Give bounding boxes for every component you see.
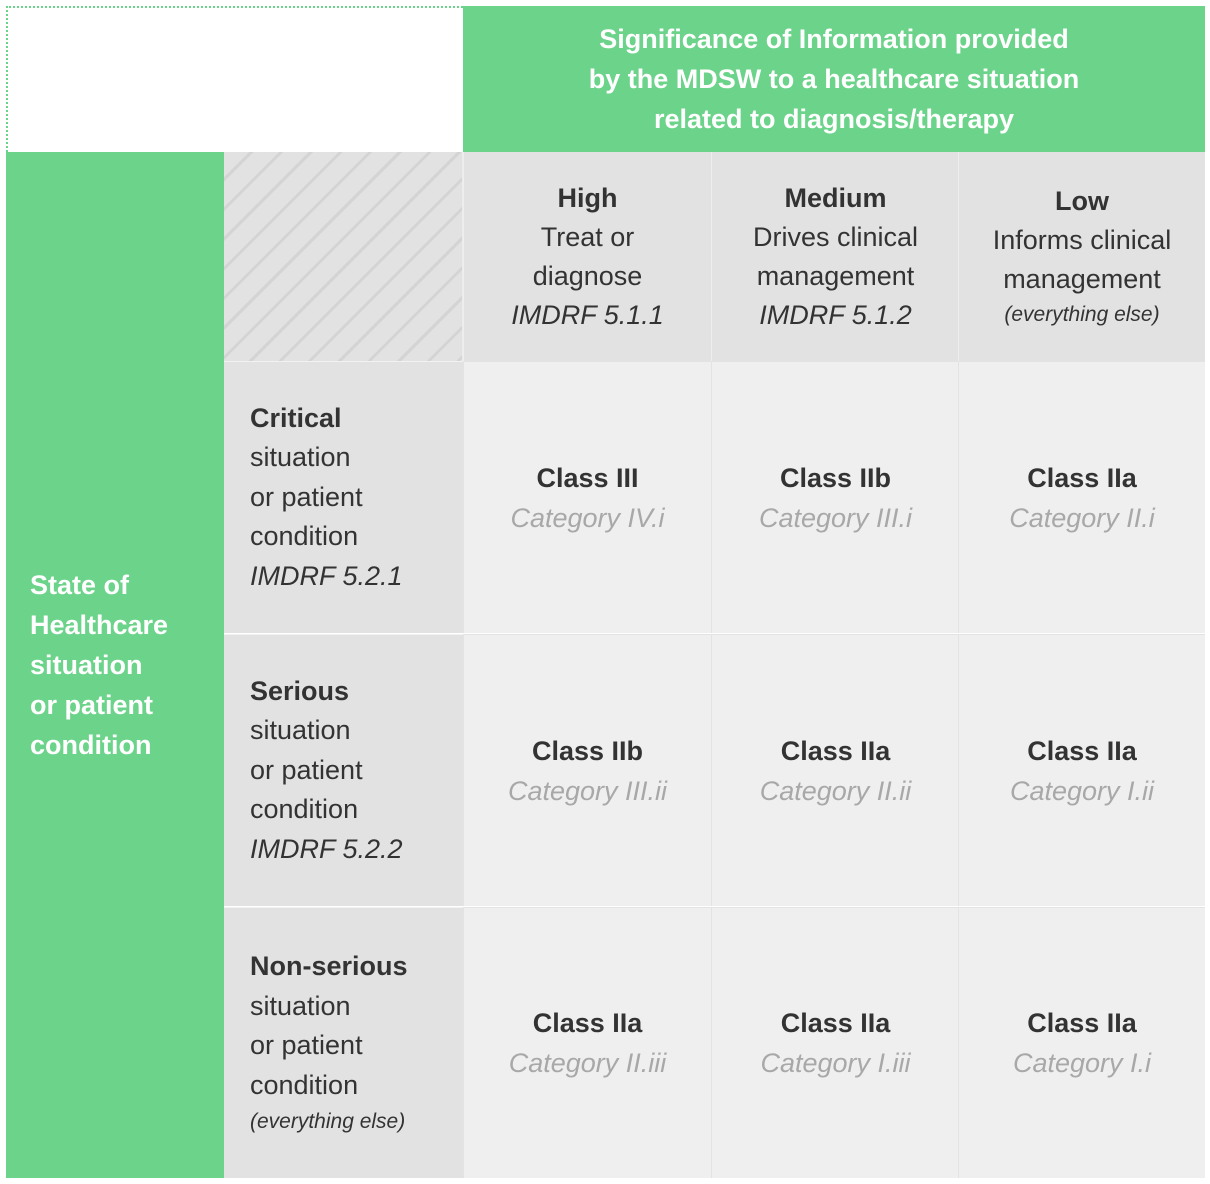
imdrf-category: Category I.ii (1009, 775, 1155, 806)
imdrf-category: Category III.i (758, 502, 913, 533)
classification-cell: Class IIb Category III.i (711, 361, 959, 633)
column-header-high: High Treat or diagnose IMDRF 5.1.1 (463, 152, 711, 361)
column-reference: IMDRF 5.1.1 (511, 299, 664, 330)
healthcare-state-line-3: situation (30, 650, 143, 680)
classification-cell: Class IIa Category II.i (958, 361, 1205, 633)
device-class: Class IIa (532, 1008, 643, 1038)
classification-cell: Class IIa Category I.ii (958, 634, 1205, 906)
classification-cell: Class III Category IV.i (463, 361, 711, 633)
imdrf-category: Category I.iii (760, 1048, 911, 1078)
row-reference: (everything else) (250, 1110, 406, 1133)
imdrf-category: Category II.i (1009, 502, 1155, 533)
row-title: Critical (250, 402, 342, 433)
row-description-line-1: situation (250, 715, 351, 746)
row-description-line-1: situation (250, 990, 351, 1021)
device-class: Class IIa (780, 1008, 891, 1038)
imdrf-category: Category I.i (1012, 1048, 1152, 1078)
imdrf-category: Category II.iii (508, 1048, 667, 1078)
significance-header-line-3: related to diagnosis/therapy (653, 104, 1015, 134)
healthcare-state-header: State of Healthcare situation or patient… (6, 152, 224, 1178)
device-class: Class IIa (780, 735, 891, 766)
hatched-corner-cell (224, 152, 463, 361)
imdrf-category: Category II.ii (759, 775, 912, 806)
healthcare-state-line-5: condition (30, 730, 152, 760)
healthcare-state-line-1: State of (30, 570, 130, 600)
column-description-line-1: Informs clinical (992, 225, 1172, 255)
device-class: Class IIa (1027, 1008, 1137, 1038)
row-title: Non-serious (250, 951, 408, 981)
row-description-line-2: or patient (250, 1030, 363, 1060)
classification-cell: Class IIa Category II.iii (463, 907, 711, 1178)
column-header-low: Low Informs clinical management (everyth… (958, 152, 1205, 361)
column-reference: (everything else) (1004, 303, 1160, 326)
imdrf-category: Category IV.i (510, 502, 665, 533)
significance-header-line-1: Significance of Information provided (599, 24, 1069, 54)
column-reference: IMDRF 5.1.2 (759, 299, 912, 330)
column-title: High (557, 182, 618, 213)
empty-corner (6, 6, 463, 152)
row-title: Serious (250, 675, 350, 706)
row-description-line-2: or patient (250, 481, 363, 512)
row-description-line-3: condition (250, 794, 359, 825)
row-description-line-3: condition (250, 1069, 359, 1100)
device-class: Class IIb (531, 735, 644, 766)
column-title: Low (1055, 186, 1109, 216)
classification-cell: Class IIa Category I.iii (711, 907, 959, 1178)
significance-header: Significance of Information provided by … (463, 6, 1205, 152)
column-description-line-1: Treat or (540, 221, 635, 252)
column-description-line-2: diagnose (532, 260, 643, 291)
row-description-line-1: situation (250, 442, 351, 473)
row-reference: IMDRF 5.2.2 (250, 833, 403, 864)
device-class: Class III (536, 462, 639, 493)
row-header-serious: Serious situation or patient condition I… (224, 634, 463, 906)
column-title: Medium (784, 182, 887, 213)
classification-cell: Class IIb Category III.ii (463, 634, 711, 906)
column-description-line-2: management (1003, 264, 1161, 294)
device-class: Class IIa (1027, 462, 1137, 493)
row-description-line-3: condition (250, 521, 359, 552)
device-class: Class IIb (779, 462, 892, 493)
column-header-medium: Medium Drives clinical management IMDRF … (711, 152, 959, 361)
row-header-critical: Critical situation or patient condition … (224, 361, 463, 633)
imdrf-category: Category III.ii (507, 775, 668, 806)
column-description-line-2: management (756, 260, 915, 291)
classification-cell: Class IIa Category I.i (958, 907, 1205, 1178)
healthcare-state-line-4: or patient (30, 690, 154, 720)
column-description-line-1: Drives clinical (752, 221, 919, 252)
classification-cell: Class IIa Category II.ii (711, 634, 959, 906)
device-class: Class IIa (1027, 735, 1137, 766)
healthcare-state-line-2: Healthcare (30, 610, 169, 640)
row-reference: IMDRF 5.2.1 (250, 560, 403, 591)
row-header-non-serious: Non-serious situation or patient conditi… (224, 907, 463, 1178)
row-description-line-2: or patient (250, 754, 363, 785)
significance-header-line-2: by the MDSW to a healthcare situation (588, 64, 1080, 94)
